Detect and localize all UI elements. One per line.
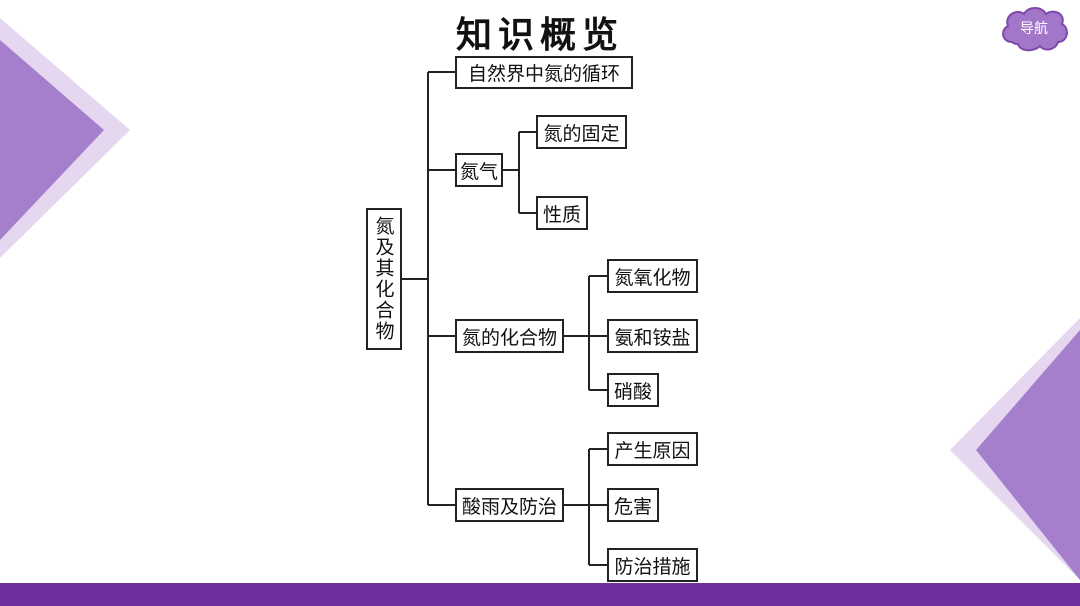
branch-acid-rain: 酸雨及防治 (455, 488, 564, 522)
left-triangle-decoration (0, 18, 130, 258)
branch-nitrogen-compounds: 氮的化合物 (455, 319, 564, 353)
right-triangle-decoration (950, 318, 1080, 580)
leaf-nitrogen-fixation: 氮的固定 (536, 115, 627, 149)
leaf-harms: 危害 (607, 488, 659, 522)
leaf-causes: 产生原因 (607, 432, 698, 466)
nav-label: 导航 (1020, 21, 1048, 37)
leaf-nitrogen-oxides: 氮氧化物 (607, 259, 698, 293)
footer-bar (0, 583, 1080, 606)
cloud-icon (1002, 7, 1068, 52)
branch-nitrogen-cycle: 自然界中氮的循环 (455, 56, 633, 89)
leaf-nitric-acid: 硝酸 (607, 373, 659, 407)
leaf-properties: 性质 (536, 196, 588, 230)
root-node: 氮及其化合物 (366, 208, 402, 350)
leaf-ammonia-ammonium: 氨和铵盐 (607, 319, 698, 353)
page-title: 知识概览 (455, 15, 624, 56)
nav-button[interactable]: 导航 (998, 4, 1070, 54)
branch-nitrogen-gas: 氮气 (455, 153, 503, 187)
root-label: 氮及其化合物 (372, 216, 395, 342)
leaf-prevention: 防治措施 (607, 548, 698, 582)
